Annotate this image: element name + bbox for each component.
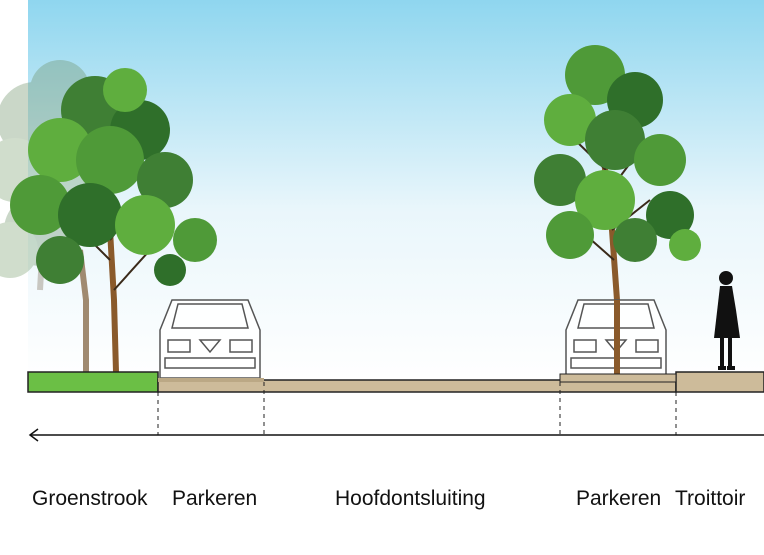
car-front-icon [159, 299, 261, 379]
zone-dividers [157, 382, 677, 435]
sidewalk-surface [675, 371, 764, 393]
pedestrian-icon [714, 271, 740, 370]
tree-icon [10, 68, 217, 373]
curb-right [559, 373, 677, 383]
curb-left [158, 378, 264, 382]
label-parkeren-right: Parkeren [576, 487, 662, 510]
green-strip [27, 371, 159, 393]
label-hoofdontsluiting: Hoofdontsluiting [335, 487, 486, 510]
label-groenstrook: Groenstrook [32, 487, 148, 510]
tree-icon [534, 45, 701, 378]
label-parkeren-left: Parkeren [172, 487, 258, 510]
arrow-left-icon [28, 428, 764, 442]
label-troittoir: Troittoir [675, 487, 746, 510]
